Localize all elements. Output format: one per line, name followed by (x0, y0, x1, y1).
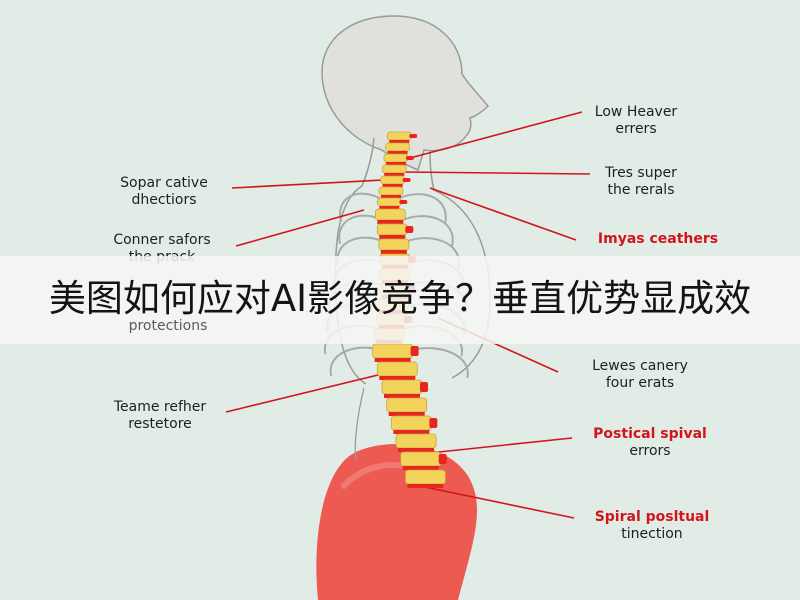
vertebra (383, 153, 409, 163)
intervertebral-disc (384, 394, 420, 398)
vertebra (386, 397, 428, 413)
leader-lines (225, 111, 591, 519)
vertebra (380, 175, 406, 185)
vertebra (376, 197, 402, 207)
spinous-process (420, 382, 428, 392)
spinous-process (409, 134, 418, 138)
vertebra (385, 142, 410, 152)
intervertebral-disc (379, 235, 406, 239)
intervertebral-disc (379, 206, 400, 209)
spinous-process (402, 178, 411, 182)
label-spiral-posltual: Spiral posltual tinection (594, 509, 710, 542)
intervertebral-disc (382, 184, 403, 187)
intervertebral-disc (388, 412, 425, 416)
leader-line-imyas-ceathers (429, 187, 577, 241)
label-sopar-cative: Sopar cative dhectiors (120, 175, 208, 208)
leader-line-conner-safors (235, 209, 365, 247)
intervertebral-disc (389, 140, 410, 143)
spinous-process (405, 156, 414, 160)
intervertebral-disc (384, 173, 405, 176)
intervertebral-disc (380, 250, 407, 254)
leader-line-postical-spival (419, 437, 573, 455)
vertebra (390, 415, 432, 431)
leader-line-low-heaver (409, 111, 583, 159)
label-low-heaver: Low Heaver errers (594, 104, 678, 137)
intervertebral-disc (380, 195, 401, 198)
intervertebral-disc (385, 162, 406, 165)
leader-line-spiral-posltual (419, 485, 575, 519)
spinous-process (410, 346, 419, 356)
rib (394, 193, 447, 225)
intervertebral-disc (393, 430, 430, 434)
label-tres-super: Tres super the rerals (605, 165, 677, 198)
label-postical-spival: Postical spival errors (593, 426, 707, 459)
vertebra (381, 379, 423, 395)
label-protections: protections (128, 318, 208, 334)
vertebra (395, 433, 437, 449)
intervertebral-disc (398, 448, 435, 452)
intervertebral-disc (374, 358, 411, 362)
spinous-process (438, 454, 447, 464)
vertebra (386, 131, 412, 141)
rib (397, 215, 454, 247)
intervertebral-disc (379, 376, 416, 380)
spinous-process (405, 226, 414, 233)
headline-banner (0, 256, 800, 344)
label-lewes-canery: Lewes canery four erats (592, 358, 688, 391)
intervertebral-disc (402, 466, 439, 470)
label-teame-refher: Teame refher restetore (113, 399, 207, 432)
spinous-process (429, 418, 438, 428)
headline-text: 美图如何应对AI影像竞争？垂直优势显成效 (48, 277, 752, 320)
vertebra (378, 238, 410, 251)
vertebra (378, 186, 404, 196)
vertebra (376, 223, 408, 236)
spinous-process (399, 200, 408, 204)
leader-line-tres-super (403, 171, 591, 175)
pelvis-shape (316, 444, 477, 600)
vertebra (376, 361, 418, 377)
rib (339, 192, 384, 223)
vertebra (400, 451, 442, 467)
intervertebral-disc (407, 484, 444, 488)
vertebra (372, 343, 414, 359)
intervertebral-disc (377, 220, 404, 224)
leader-line-teame-refher (225, 373, 383, 413)
label-imyas-ceathers: Imyas ceathers (597, 231, 719, 247)
vertebra (404, 469, 446, 485)
intervertebral-disc (387, 151, 408, 154)
vertebra (374, 208, 406, 221)
leader-line-sopar-cative (231, 179, 385, 189)
vertebra (381, 164, 407, 174)
